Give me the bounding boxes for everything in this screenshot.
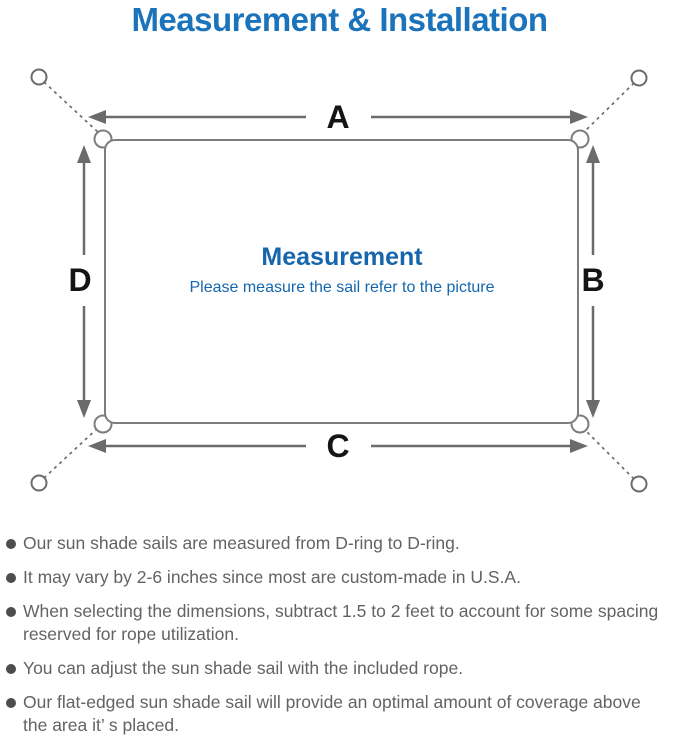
rope-dashed-lines [43,81,635,480]
list-item: You can adjust the sun shade sail with t… [6,657,669,680]
bullet-icon [6,539,16,549]
measurement-heading: Measurement [261,243,423,271]
dimension-label-a: A [326,99,349,135]
bullet-icon [6,664,16,674]
notes-list: Our sun shade sails are measured from D-… [0,524,679,748]
note-text: When selecting the dimensions, subtract … [23,601,659,644]
arrow-d-head-top [77,145,91,163]
arrow-c-head-right [570,439,588,453]
rope-line-bottom-right [581,426,635,480]
list-item: It may vary by 2-6 inches since most are… [6,566,669,589]
rope-line-top-left [43,81,101,135]
page-title: Measurement & Installation [131,1,548,38]
bullet-icon [6,607,16,617]
anchor-ring-icon [630,69,648,87]
note-text: Our flat-edged sun shade sail will provi… [23,692,641,735]
dimension-label-c: C [326,428,349,464]
arrow-a-head-left [88,110,106,124]
arrow-b-head-bottom [586,400,600,418]
arrow-a-head-right [570,110,588,124]
dimension-arrows [77,110,600,453]
sail-outline [104,139,579,424]
arrow-d-head-bottom [77,400,91,418]
measurement-subheading: Please measure the sail refer to the pic… [189,279,494,296]
anchor-rings [30,68,648,493]
anchor-ring-icon [30,474,48,492]
note-text: Our sun shade sails are measured from D-… [23,533,460,553]
bullet-icon [6,573,16,583]
sail-measurement-diagram: A B C D Measurement Please measure the s… [30,68,648,493]
arrow-c-head-left [88,439,106,453]
rope-line-bottom-left [43,425,101,479]
note-text: It may vary by 2-6 inches since most are… [23,567,521,587]
rope-line-top-right [581,82,635,135]
list-item: Our sun shade sails are measured from D-… [6,532,669,555]
bullet-icon [6,698,16,708]
anchor-ring-icon [30,68,48,86]
note-text: You can adjust the sun shade sail with t… [23,658,464,678]
dimension-label-d: D [68,262,91,298]
list-item: When selecting the dimensions, subtract … [6,600,669,646]
anchor-ring-icon [630,475,648,493]
arrow-b-head-top [586,145,600,163]
dimension-label-b: B [581,262,604,298]
list-item: Our flat-edged sun shade sail will provi… [6,691,669,737]
